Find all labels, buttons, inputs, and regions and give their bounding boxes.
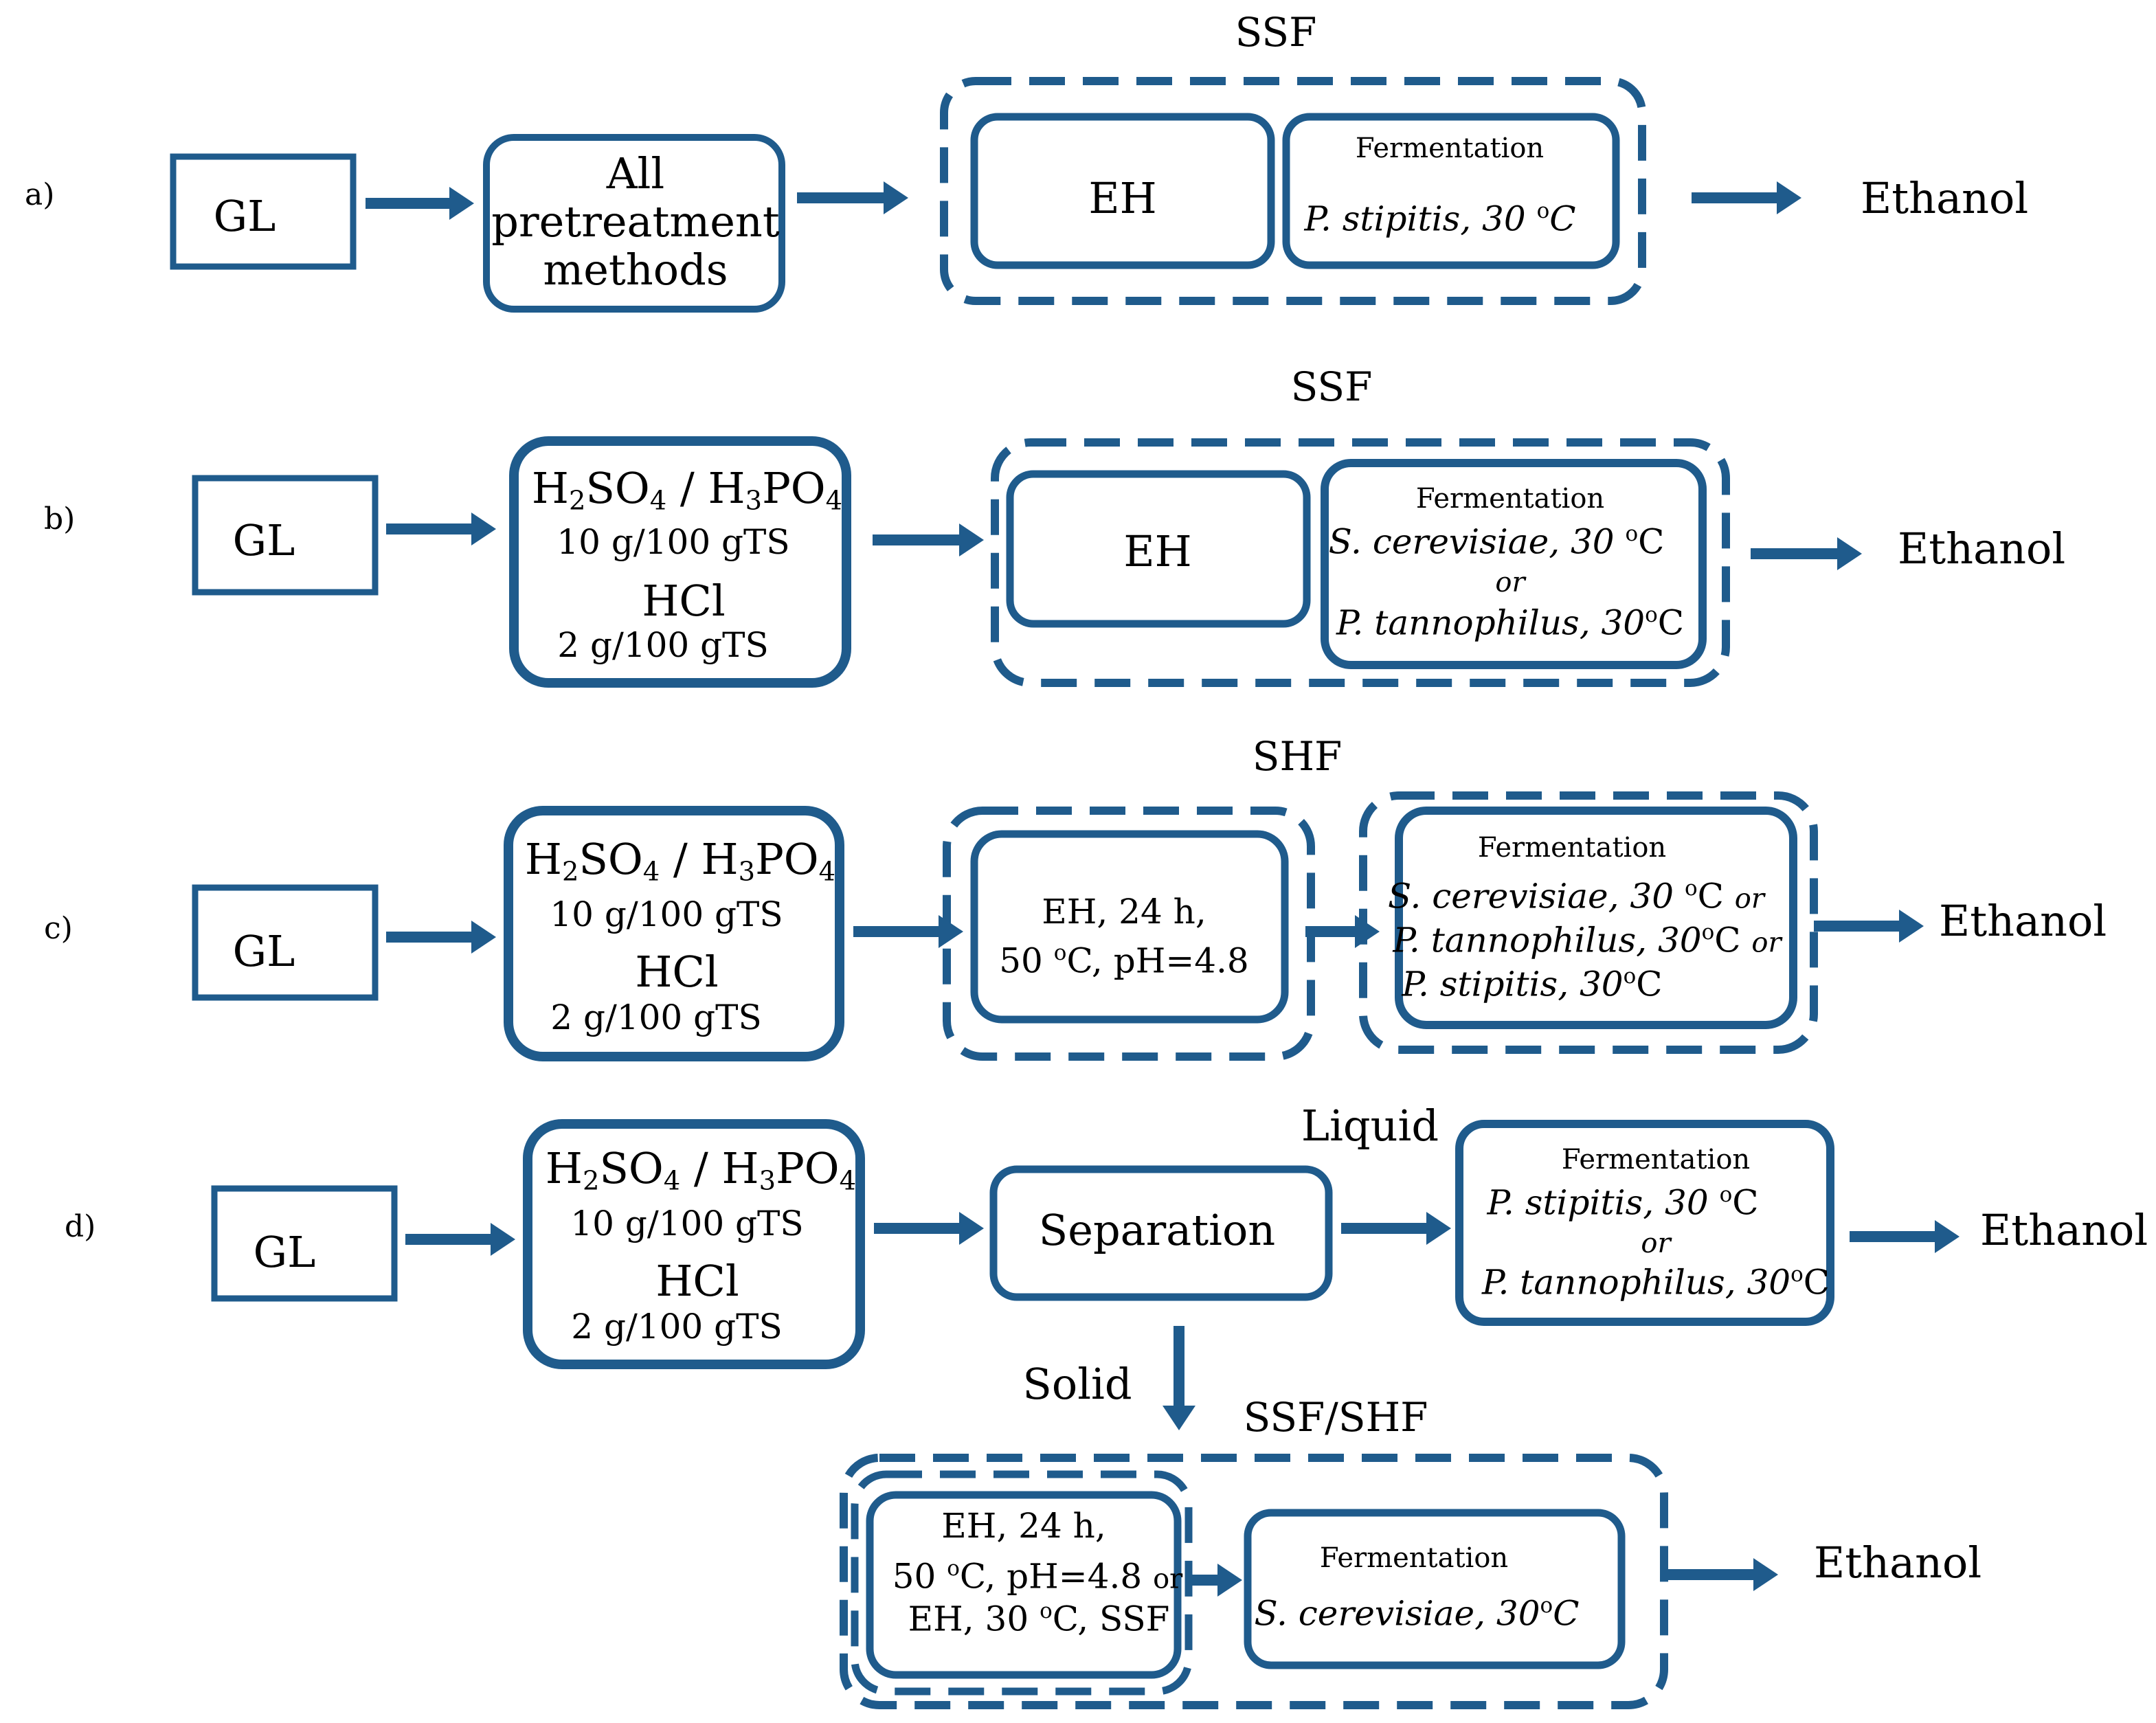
row-a-pretreatment-line2: pretreatment [491,196,780,247]
row-d-gl-box [211,1185,398,1302]
row-a-eh-text: EH [1088,173,1157,223]
row-a-pretreatment-box [483,134,785,313]
row-d-ssf-shf-title: SSF/SHF [1243,1394,1428,1441]
row-c-arrow-2 [853,915,963,948]
row-a-pretreatment-line1: All [606,148,665,199]
row-a-ssf-title: SSF [1235,9,1317,56]
row-b-dose1: 10 g/100 gTS [557,522,790,562]
row-c-fermentation-line1: S. cerevisiae, 30 oC or [1388,876,1764,916]
row-d-arrow-down [1163,1326,1195,1430]
row-c-arrow-1 [386,921,496,954]
row-d-arrow-5 [1187,1564,1242,1597]
row-d-dose1: 10 g/100 gTS [570,1204,804,1243]
row-d-arrow-1 [405,1223,515,1256]
row-d-arrow-3 [1341,1212,1451,1245]
row-b-fermentation-org1: S. cerevisiae, 30 oC [1328,521,1665,562]
row-d-label: d) [65,1209,96,1244]
row-c-arrow-4 [1814,910,1924,943]
row-c-fermentation-title: Fermentation [1477,832,1667,864]
row-d-eh-box [866,1491,1182,1679]
row-d-solid-fermentation-box [1244,1509,1626,1669]
row-c-acid-formula: H2SO4 / H3PO4 [524,834,836,888]
row-a-arrow-3 [1692,181,1801,214]
row-d-liquid-fermentation-box [1455,1120,1834,1326]
row-c-eh-line1: EH, 24 h, [1042,892,1206,932]
row-d-liquid-fermentation-line2: P. tannophilus, 30oC [1481,1262,1830,1303]
row-c-eh-line2: 50 oC, pH=4.8 [999,941,1249,981]
row-a-eh-box [970,113,1275,269]
row-b-pretreatment-box [509,436,851,688]
row-a-arrow-2 [797,181,908,214]
row-d-solid-label: Solid [1022,1359,1132,1409]
row-b-arrow-3 [1751,537,1862,570]
row-d-liquid-fermentation-or: or [1641,1228,1671,1259]
row-d-solid-eh-line2: 50 oC, pH=4.8 or [892,1556,1183,1597]
row-c-label: c) [44,911,73,946]
row-b-hcl: HCl [642,576,726,626]
row-d-separation-box [989,1165,1333,1301]
row-d-acid-formula: H2SO4 / H3PO4 [545,1143,857,1197]
row-b-label: b) [44,502,76,537]
row-b-fermentation-org2: P. tannophilus, 30oC [1336,603,1685,643]
row-c-eh-box [970,830,1289,1024]
row-a-fermentation-organism: P. stipitis, 30 oC [1304,199,1576,239]
row-c-pretreatment-box [504,806,844,1061]
row-b-fermentation-or: or [1495,567,1525,598]
row-d-separation-text: Separation [1038,1205,1276,1255]
row-a-arrow-1 [366,187,474,220]
row-c-hcl: HCl [635,947,719,997]
row-b-fermentation-box [1321,459,1707,669]
row-c-fermentation-box [1395,807,1797,1029]
row-a-gl-box [170,153,357,270]
row-b-ethanol: Ethanol [1898,523,2066,574]
row-c-arrow-3 [1305,915,1380,948]
row-d-liquid-ethanol: Ethanol [1980,1205,2148,1255]
row-d-arrow-4 [1850,1220,1960,1253]
row-b-ssf-dashed-group [991,438,1730,687]
row-b-gl-box [192,475,379,596]
row-b-arrow-2 [873,523,984,556]
row-d-arrow-2 [874,1212,984,1245]
row-d-solid-eh-line1: EH, 24 h, [941,1506,1106,1546]
row-b-fermentation-title: Fermentation [1415,483,1605,515]
row-b-acid-formula: H2SO4 / H3PO4 [531,463,843,517]
row-d-dose2: 2 g/100 gTS [571,1307,783,1347]
row-d-liquid-label: Liquid [1301,1101,1439,1151]
row-c-fermentation-line2: P. tannophilus, 30oC or [1393,920,1782,960]
row-a-fermentation-box [1282,113,1620,269]
row-d-gl-text: GL [253,1227,316,1277]
row-d-liquid-fermentation-title: Fermentation [1561,1144,1751,1175]
row-b-eh-text: EH [1123,526,1192,576]
row-a-label: a) [25,177,55,212]
row-c-dose1: 10 g/100 gTS [550,894,783,934]
row-b-eh-box [1006,470,1311,628]
row-b-gl-text: GL [232,515,295,565]
row-d-arrow-6 [1667,1558,1778,1591]
row-d-solid-eh-line3: EH, 30 oC, SSF [908,1599,1170,1639]
row-a-gl-text: GL [213,191,276,241]
row-d-liquid-fermentation-line1: P. stipitis, 30 oC [1487,1182,1759,1223]
row-b-dose2: 2 g/100 gTS [557,625,769,665]
row-d-solid-fermentation-title: Fermentation [1319,1542,1509,1574]
row-a-ethanol: Ethanol [1861,173,2029,223]
row-b-ssf-title: SSF [1290,363,1373,410]
row-c-gl-text: GL [232,926,295,976]
row-a-ssf-dashed-group [940,77,1646,305]
row-d-ssf-shf-outer-dashed [840,1454,1668,1709]
row-b-arrow-1 [386,513,496,545]
row-a-pretreatment-line3: methods [543,245,728,295]
row-c-ethanol: Ethanol [1939,896,2107,946]
row-d-solid-ethanol: Ethanol [1814,1538,1982,1588]
row-c-shf-title: SHF [1252,733,1343,780]
row-c-gl-box [192,884,379,1001]
row-d-pretreatment-box [523,1119,865,1369]
row-a-fermentation-title: Fermentation [1355,133,1545,164]
row-c-fermentation-line3: P. stipitis, 30oC [1402,964,1663,1004]
row-d-solid-fermentation-line1: S. cerevisiae, 30oC [1254,1593,1580,1634]
row-d-hcl: HCl [655,1256,739,1306]
row-c-dose2: 2 g/100 gTS [550,998,762,1037]
